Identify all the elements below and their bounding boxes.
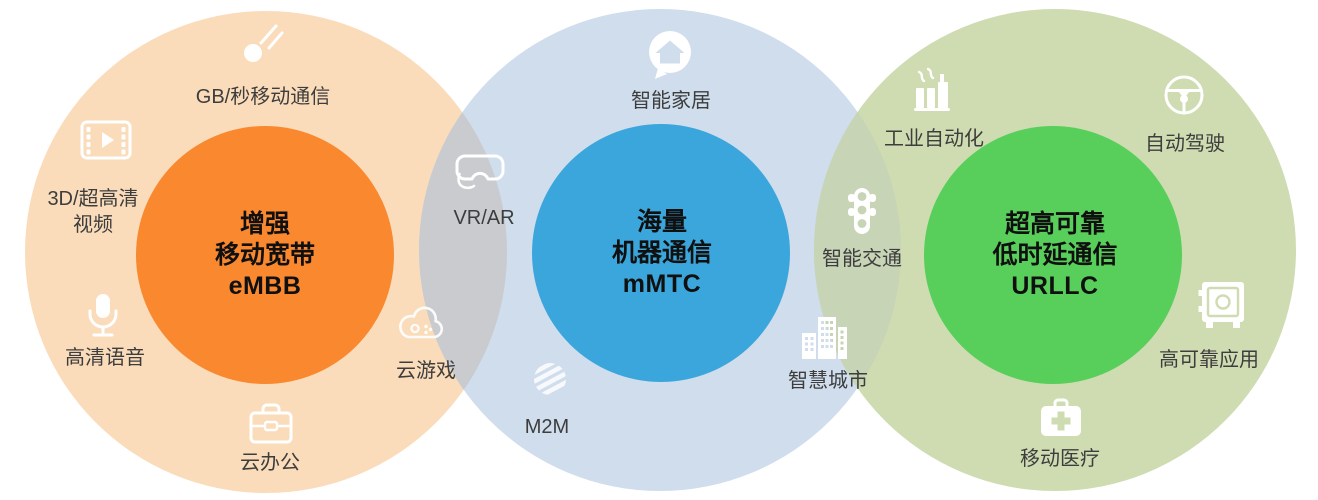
urllc-title: 超高可靠 低时延通信 URLLC: [992, 209, 1117, 302]
embb-inner-circle: [136, 126, 394, 384]
smart-home-label: 智能家居: [631, 90, 711, 112]
video-label-line2: 视频: [73, 214, 113, 236]
medical-kit-icon: [1035, 396, 1087, 442]
microphone-icon: [88, 294, 118, 337]
industrial-label: 工业自动化: [884, 128, 984, 150]
city-label: 智慧城市: [788, 370, 868, 392]
voice-label: 高清语音: [65, 347, 145, 369]
mmtc-title-line2: 机器通信: [611, 239, 713, 267]
embb-title-line2: 移动宽带: [214, 241, 316, 269]
mmtc-title-line3: mMTC: [622, 270, 702, 298]
cloud-office-label: 云办公: [240, 452, 300, 474]
steering-wheel-icon: [1164, 75, 1204, 115]
city-buildings-icon: [796, 311, 852, 361]
traffic-light-icon: [836, 186, 888, 236]
gbps-label: GB/秒移动通信: [195, 86, 331, 108]
m2m-sphere-icon: [528, 357, 572, 399]
comet-icon: [244, 24, 284, 62]
urllc-title-line1: 超高可靠: [1004, 210, 1106, 238]
cloud-gaming-icon: [399, 306, 444, 339]
medical-label: 移动医疗: [1020, 448, 1100, 470]
vr-headset-icon: [455, 154, 505, 190]
driving-label: 自动驾驶: [1145, 133, 1225, 155]
embb-title-line1: 增强: [239, 210, 291, 238]
smart-home-icon: [642, 26, 698, 82]
video-label-line1: 3D/超高清: [47, 188, 139, 210]
mmtc-inner-circle: [532, 124, 790, 382]
briefcase-icon: [249, 403, 293, 444]
factory-icon: [914, 67, 950, 111]
urllc-inner-circle: [924, 126, 1182, 384]
mmtc-title-line1: 海量: [636, 208, 688, 236]
cloud-gaming-label: 云游戏: [396, 360, 456, 382]
urllc-title-line2: 低时延通信: [992, 241, 1118, 269]
mmtc-title: 海量 机器通信 mMTC: [612, 207, 712, 300]
video-film-icon: [80, 120, 132, 160]
reliable-label: 高可靠应用: [1159, 349, 1259, 371]
embb-title: 增强 移动宽带 eMBB: [215, 209, 315, 302]
embb-title-line3: eMBB: [228, 272, 302, 300]
traffic-label: 智能交通: [822, 248, 902, 270]
urllc-title-line3: URLLC: [1011, 272, 1099, 300]
vr-ar-label: VR/AR: [453, 207, 515, 229]
safe-box-icon: [1195, 276, 1251, 336]
m2m-label: M2M: [524, 416, 570, 438]
video-label: 3D/超高清 视频: [47, 186, 138, 238]
